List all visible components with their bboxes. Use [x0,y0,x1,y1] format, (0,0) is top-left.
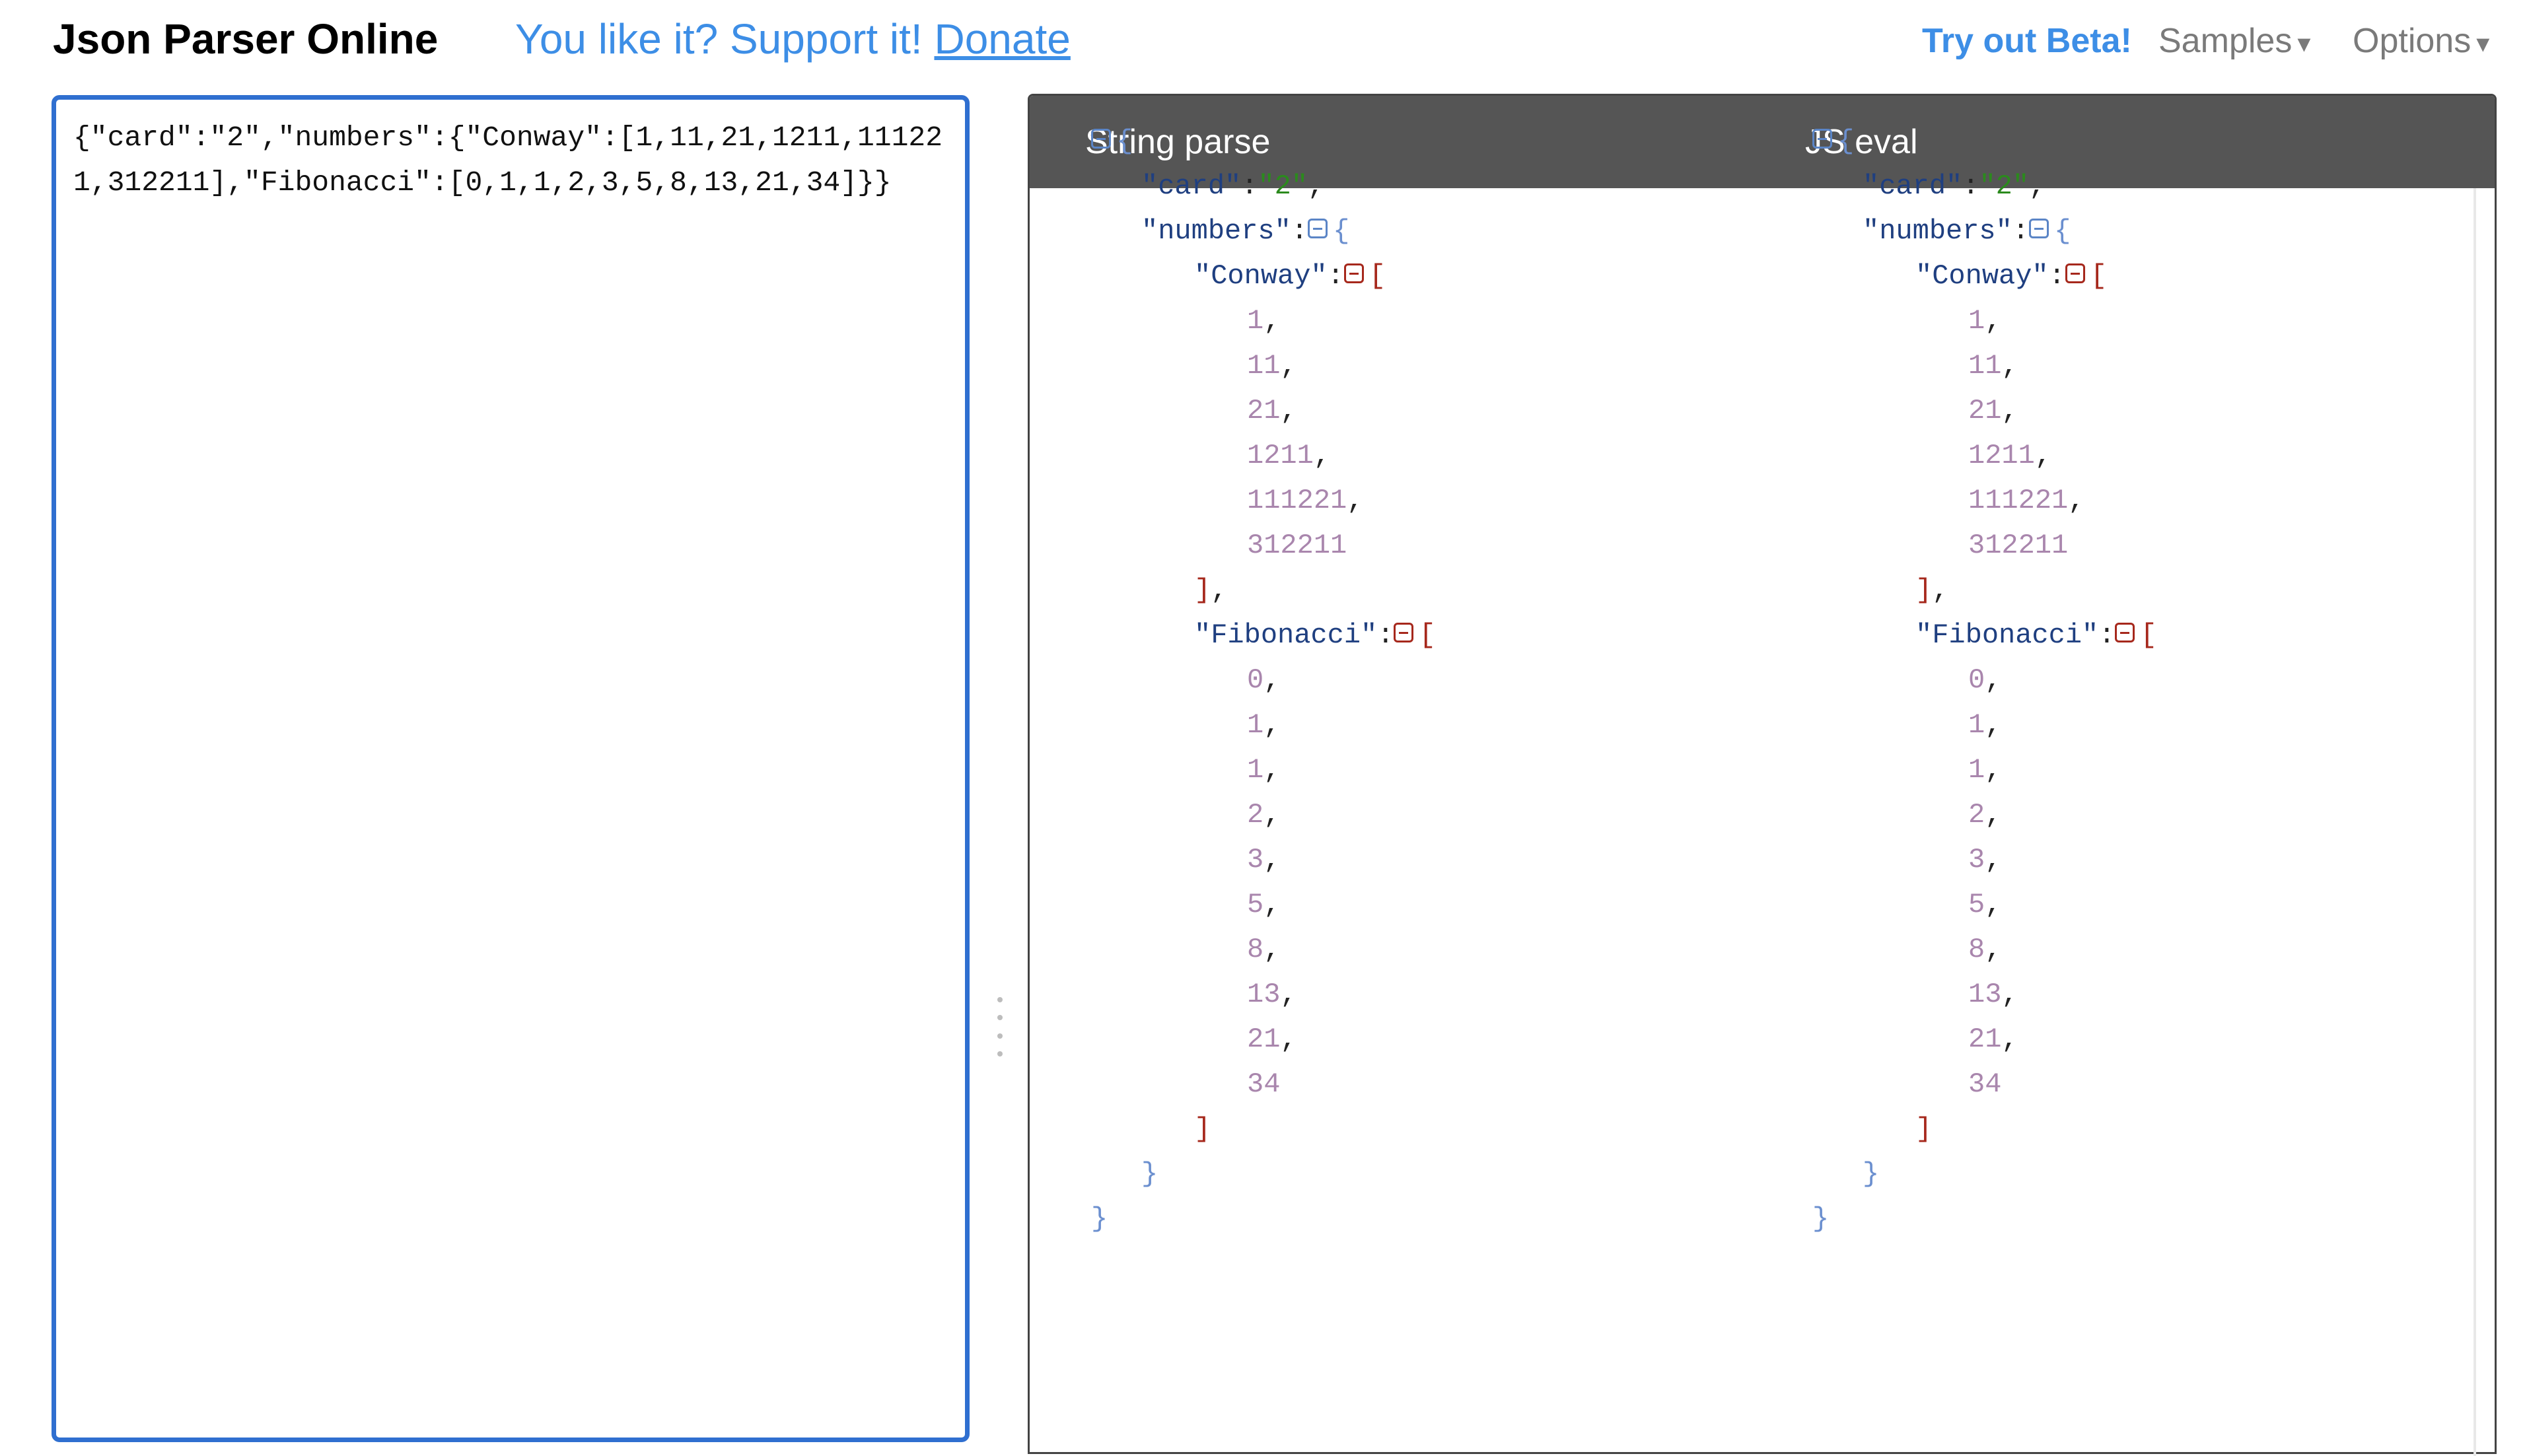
grip-dot [997,997,1003,1002]
tree-value: 1, [1968,754,2002,786]
samples-label: Samples [2158,22,2293,60]
tree-array-close: ] [1194,1113,1211,1145]
tree-root-close: } [1812,1203,1830,1235]
tree-value: 0, [1968,664,2002,696]
tree-entry-card: "card":"2", [1863,170,2046,202]
tree-value: 1, [1968,305,2002,337]
tree-root-open: { [1812,119,2157,164]
grip-dot [997,1033,1003,1039]
json-output-panel: String parse JS eval [1028,94,2497,1456]
collapse-toggle-icon[interactable] [2065,263,2085,283]
tree-value: 11, [1247,350,1297,382]
tree-value: 13, [1247,979,1297,1010]
tree-value: 8, [1247,934,1281,965]
output-scrollbar[interactable] [2474,188,2476,1456]
tree-value: 21, [1968,1023,2018,1055]
tree-value: 2, [1968,799,2002,831]
samples-menu[interactable]: Samples▾ [2158,21,2310,61]
tab-string-parse[interactable]: String parse [1085,123,1271,161]
tree-object-close: } [1141,1158,1158,1190]
tree-value: 1, [1247,754,1281,786]
tree-value: 1, [1247,305,1281,337]
tree-value: 5, [1247,889,1281,920]
tree-entry-numbers: "numbers":{ [1141,215,1350,247]
tree-array-close: ], [1915,574,1949,606]
tree-value: 111221, [1247,485,1364,516]
tree-value: 13, [1968,979,2018,1010]
tree-array-close: ], [1194,574,1228,606]
tree-value: 21, [1247,1023,1297,1055]
tree-entry-conway: "Conway":[ [1194,260,1386,292]
tree-value: 11, [1968,350,2018,382]
tree-value: 3, [1247,844,1281,876]
tree-value: 1211, [1247,440,1331,471]
tree-value: 3, [1968,844,2002,876]
grip-dot [997,1015,1003,1021]
collapse-toggle-icon[interactable] [2029,218,2049,238]
collapse-toggle-icon[interactable] [1091,128,1111,149]
tree-object-close: } [1863,1158,1880,1190]
collapse-toggle-icon[interactable] [1343,263,1364,283]
tree-value: 34 [1247,1068,1281,1100]
tree-value: 0, [1247,664,1281,696]
try-beta-link[interactable]: Try out Beta! [1922,22,2132,60]
support-text: You like it? Support it! [515,15,923,63]
tree-array-close: ] [1915,1113,1933,1145]
tree-value: 5, [1968,889,2002,920]
options-menu[interactable]: Options▾ [2353,21,2489,61]
output-header: String parse JS eval [1030,96,2495,188]
tree-value: 111221, [1968,485,2085,516]
tree-value: 34 [1968,1068,2002,1100]
tree-entry-fibonacci: "Fibonacci":[ [1915,619,2157,651]
json-input-panel[interactable]: {"card":"2","numbers":{"Conway":[1,11,21… [52,95,970,1442]
options-label: Options [2353,22,2472,60]
collapse-toggle-icon[interactable] [1812,128,1832,149]
tree-value: 1211, [1968,440,2052,471]
tree-root-close: } [1091,1203,1108,1235]
tree-entry-conway: "Conway":[ [1915,260,2108,292]
app-title: Json Parser Online [53,15,439,63]
tree-entry-card: "card":"2", [1141,170,1325,202]
tree-entry-fibonacci: "Fibonacci":[ [1194,619,1436,651]
tree-entry-numbers: "numbers":{ [1863,215,2071,247]
samples-dropdown-icon: ▾ [2297,29,2311,58]
string-parse-tree: { "card":"2", "numbers":{ "Conway":[ 1, … [1091,119,1436,1241]
collapse-toggle-icon[interactable] [2115,622,2135,642]
tree-value: 21, [1968,395,2018,427]
donate-link[interactable]: Donate [934,15,1071,63]
support-message: You like it? Support it! Donate [515,15,1071,63]
js-eval-tree: { "card":"2", "numbers":{ "Conway":[ 1, … [1812,119,2157,1241]
grip-dot [997,1051,1003,1057]
tree-value: 8, [1968,934,2002,965]
tree-root-open: { [1091,119,1436,164]
tree-value: 21, [1247,395,1297,427]
tree-value: 2, [1247,799,1281,831]
panel-resize-handle[interactable] [997,997,1003,1057]
json-input-text[interactable]: {"card":"2","numbers":{"Conway":[1,11,21… [73,121,943,199]
tree-value: 1, [1968,709,2002,741]
tree-value: 312211 [1247,530,1347,561]
options-dropdown-icon: ▾ [2476,29,2490,58]
collapse-toggle-icon[interactable] [1308,218,1328,238]
tree-value: 1, [1247,709,1281,741]
tree-value: 312211 [1968,530,2069,561]
collapse-toggle-icon[interactable] [1394,622,1414,642]
